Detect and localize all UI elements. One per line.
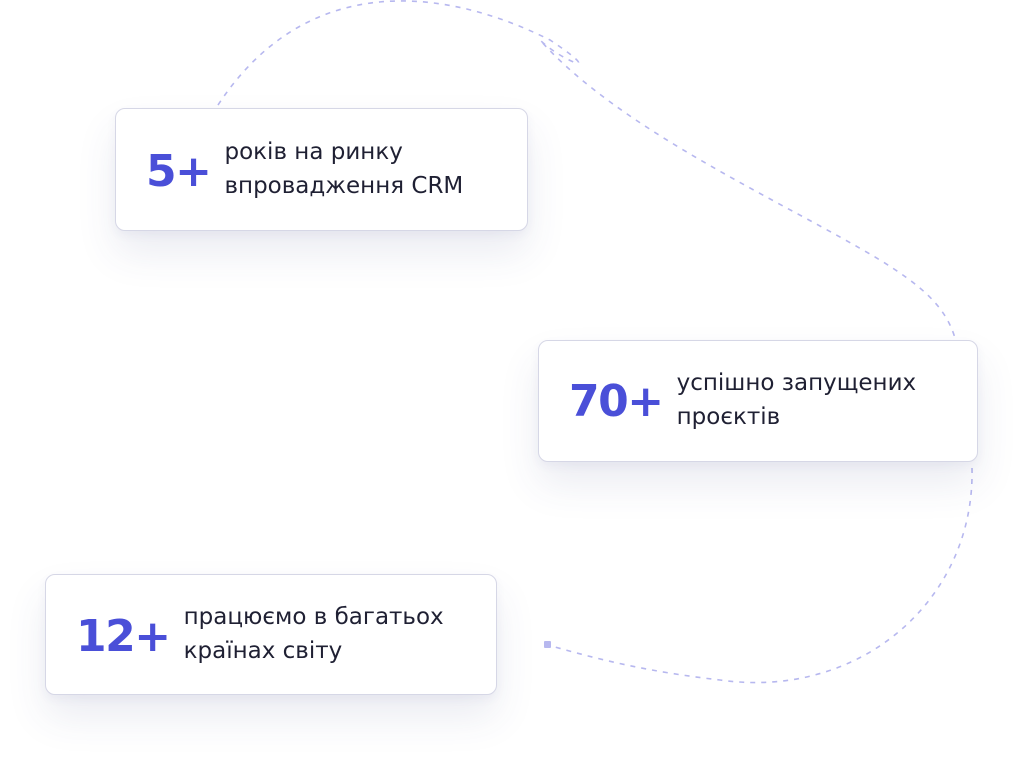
stat-description: успішно запущених проєктів [677, 366, 917, 434]
stat-card-projects: 70+ успішно запущених проєктів [538, 340, 978, 462]
stat-description-line: успішно запущених [676, 370, 917, 396]
stat-description-line: країнах світу [183, 637, 343, 664]
stat-description-line: років на ринку [224, 138, 403, 165]
stat-number: 12+ [76, 610, 171, 662]
stat-number: 70+ [569, 376, 664, 427]
stat-description: років на ринку впровадження CRM [224, 135, 463, 203]
stat-number: 5+ [146, 145, 212, 197]
stat-description-line: впровадження CRM [224, 172, 464, 199]
stat-description-line: проєктів [676, 404, 781, 430]
stat-card-countries: 12+ працюємо в багатьох країнах світу [45, 574, 497, 695]
stat-description: працюємо в багатьох країнах світу [184, 600, 444, 668]
stat-card-years: 5+ років на ринку впровадження CRM [115, 108, 528, 231]
stat-description-line: працюємо в багатьох [183, 603, 444, 630]
